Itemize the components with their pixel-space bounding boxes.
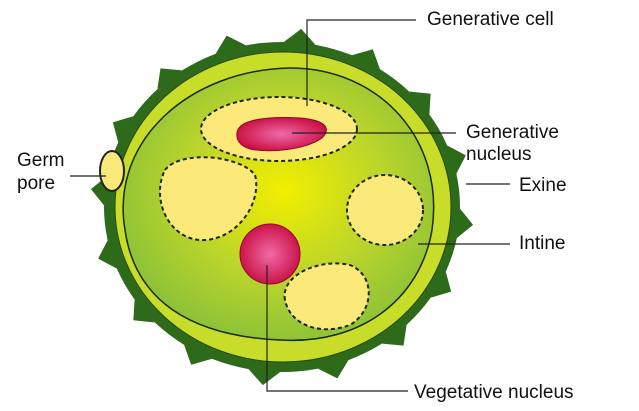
label-exine: Exine [519,175,567,196]
label-generative-cell: Generative cell [427,9,554,30]
exine-spike [456,208,474,239]
vegetative-nucleus [239,223,301,285]
exine-spike [447,145,466,174]
label-generative-nucleus: Generative [466,122,559,143]
germ-pore [99,150,125,192]
exine-spike [283,28,316,45]
exine-spike [248,369,281,386]
vacuole [159,156,258,242]
label-germ-pore: Germ [17,150,65,171]
exine-spike [351,49,380,70]
exine-spike [98,240,117,269]
label-germ-pore-2: pore [17,173,55,194]
exine-spike [112,116,134,143]
generative-nucleus [236,117,327,152]
label-vegetative-nucleus: Vegetative nucleus [414,382,574,403]
exine-spike [184,344,213,365]
exine-spike [430,271,452,298]
leader-lines [70,19,510,392]
exine-spike [317,360,349,379]
label-intine: Intine [519,233,565,254]
label-generative-nucleus-2: nucleus [466,144,532,165]
vacuole [346,174,424,246]
exine-spike [215,35,247,54]
vacuole [283,262,370,331]
